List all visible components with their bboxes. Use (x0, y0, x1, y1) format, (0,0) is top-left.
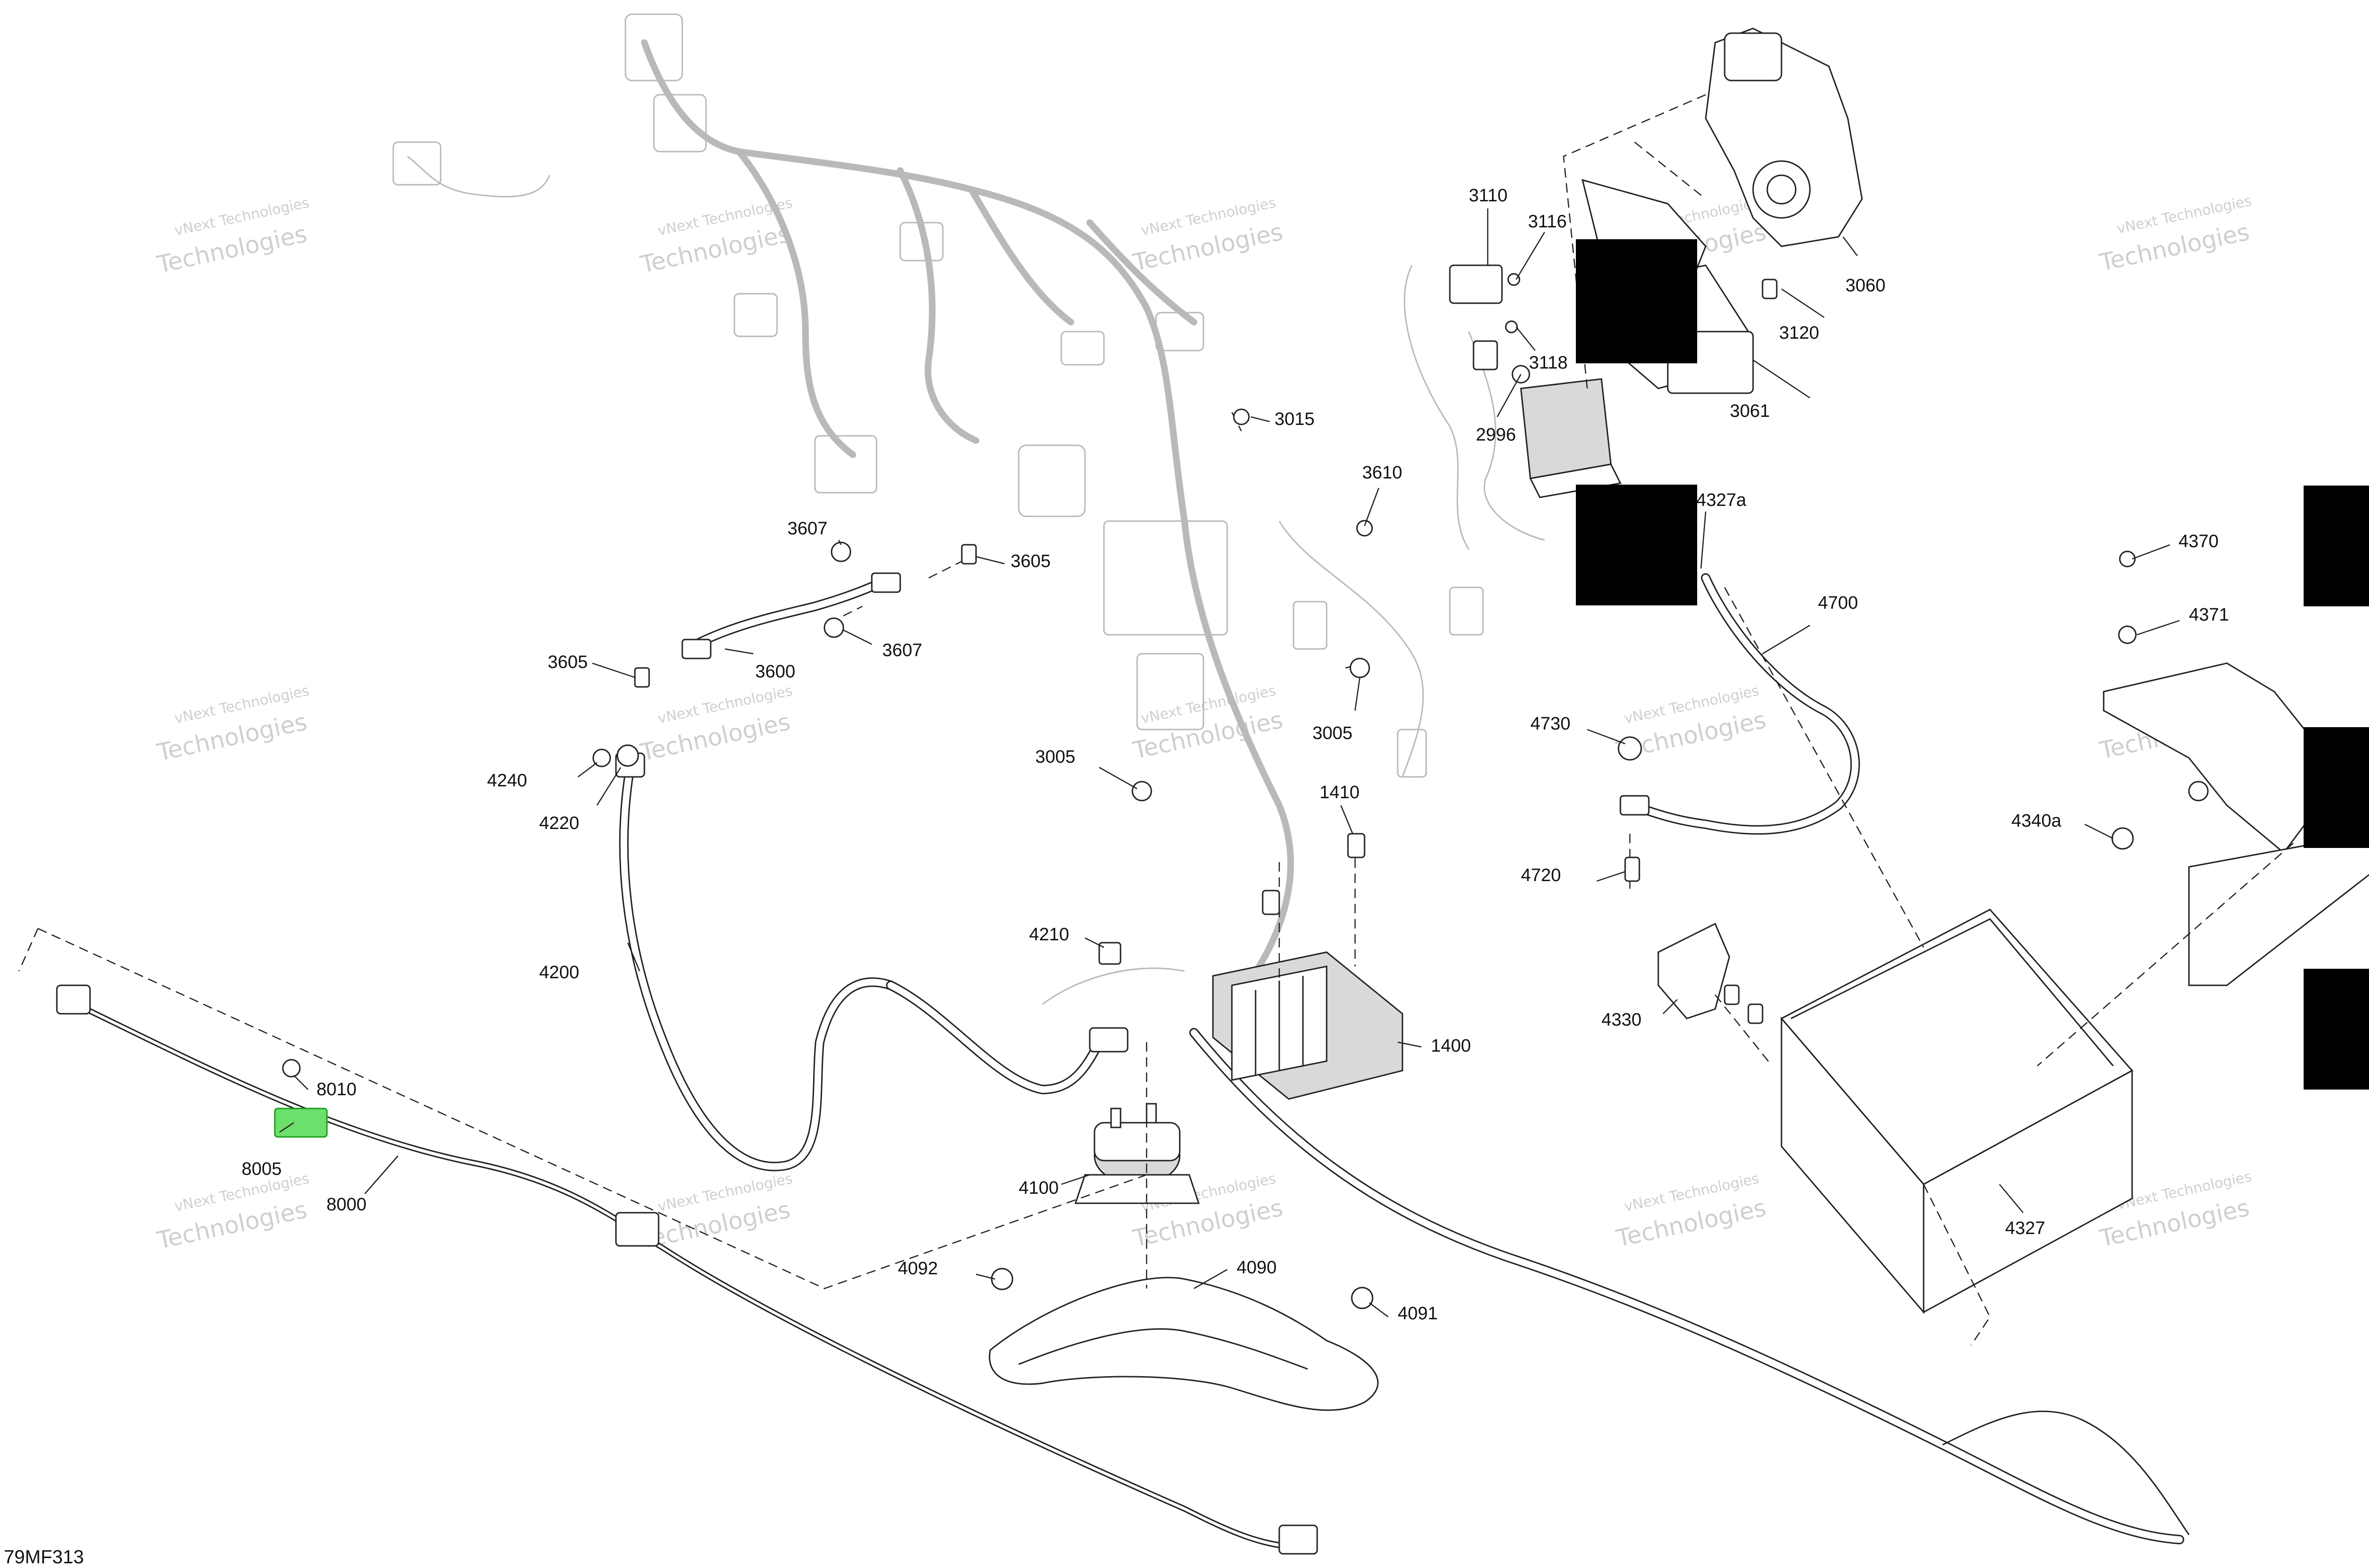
starter-solenoid (1074, 1103, 1200, 1204)
watermark: vNext Technologies Technologies (1613, 1171, 1768, 1253)
callout-label: 4730 (1530, 714, 1571, 734)
battery-terminal-cover (1657, 922, 1730, 1019)
callout-label: 8010 (316, 1080, 357, 1099)
fasteners (282, 273, 2209, 1309)
callout-label: 3110 (1469, 186, 1508, 206)
callout-label: 3605 (1011, 551, 1051, 571)
redaction-block (1576, 485, 1697, 605)
callout-label: 1410 (1320, 783, 1360, 802)
redactions (1576, 239, 2369, 1090)
callout-label: 3005 (1035, 747, 1076, 767)
callout-label: 3118 (1529, 353, 1568, 373)
callout-label: 3120 (1779, 323, 1819, 343)
callout-label: 8005 (242, 1159, 282, 1179)
callout-label: 3061 (1730, 401, 1770, 421)
callout-label: 8000 (326, 1195, 367, 1215)
callout-label: 4090 (1237, 1258, 1277, 1278)
battery (1780, 909, 2134, 1315)
callout-label: 3610 (1362, 463, 1402, 483)
ghost-wiring-harness (392, 13, 1545, 1008)
callout-label: 4220 (539, 813, 579, 833)
watermark: vNext Technologies Technologies (154, 683, 311, 766)
callout-label: 3005 (1312, 723, 1353, 743)
watermark: vNext Technologies Technologies (2097, 192, 2253, 276)
callout-label: 4240 (487, 771, 527, 791)
callout-label: 3060 (1845, 276, 1886, 296)
callout-label: 4700 (1818, 593, 1858, 613)
watermark: vNext Technologies Technologies (154, 195, 311, 279)
highlighted-clip (274, 1108, 328, 1138)
callout-label: 4340a (2011, 811, 2062, 831)
battery-bracket (2103, 662, 2369, 986)
callout-label: 4327 (2005, 1218, 2045, 1238)
callout-label: 2996 (1476, 425, 1516, 445)
callout-label: 4720 (1521, 865, 1561, 885)
callout-label: 4210 (1029, 925, 1069, 945)
figure-code: 79MF313 (4, 1547, 84, 1568)
voltage-regulator (1212, 951, 1403, 1100)
callout-label: 4327a (1696, 490, 1747, 510)
callouts: 3110 3116 3060 3120 3118 3061 2996 3015 … (242, 186, 2229, 1324)
redaction-block (1576, 239, 1697, 363)
watermark: vNext Technologies Technologies (154, 1171, 311, 1254)
watermark: vNext Technologies Technologies (1130, 683, 1285, 765)
cable-4200 (615, 752, 1129, 1171)
harness-right (1189, 1028, 2190, 1544)
callout-label: 4092 (898, 1259, 938, 1279)
callout-label: 4330 (1601, 1010, 1642, 1030)
cover-4090 (989, 1277, 1379, 1411)
watermark: vNext Technologies Technologies (1130, 195, 1285, 277)
callout-label: 4370 (2179, 532, 2219, 551)
callout-label: 3607 (787, 519, 828, 539)
redaction-block (2304, 486, 2369, 606)
callout-label: 3607 (882, 640, 922, 660)
callout-label: 3605 (548, 652, 588, 672)
callout-label: 4091 (1398, 1304, 1438, 1324)
cable-4700 (1619, 573, 1860, 835)
callout-label: 3116 (1528, 212, 1567, 232)
harness-8000 (56, 984, 1318, 1555)
redaction-block (2304, 727, 2369, 848)
callout-label: 4100 (1019, 1178, 1059, 1198)
callout-label: 1400 (1431, 1036, 1471, 1056)
redaction-block (2304, 969, 2369, 1090)
leader-lines (279, 208, 2180, 1317)
callout-label: 3600 (755, 662, 796, 682)
callout-label: 4371 (2189, 605, 2229, 625)
assembly-lines (18, 94, 2294, 1346)
callout-label: 4200 (539, 963, 579, 982)
switch (1449, 264, 1503, 370)
callout-label: 3015 (1275, 409, 1315, 429)
cable-3600 (681, 572, 901, 659)
watermark: vNext Technologies Technologies (638, 683, 794, 766)
relay (1520, 378, 1622, 498)
